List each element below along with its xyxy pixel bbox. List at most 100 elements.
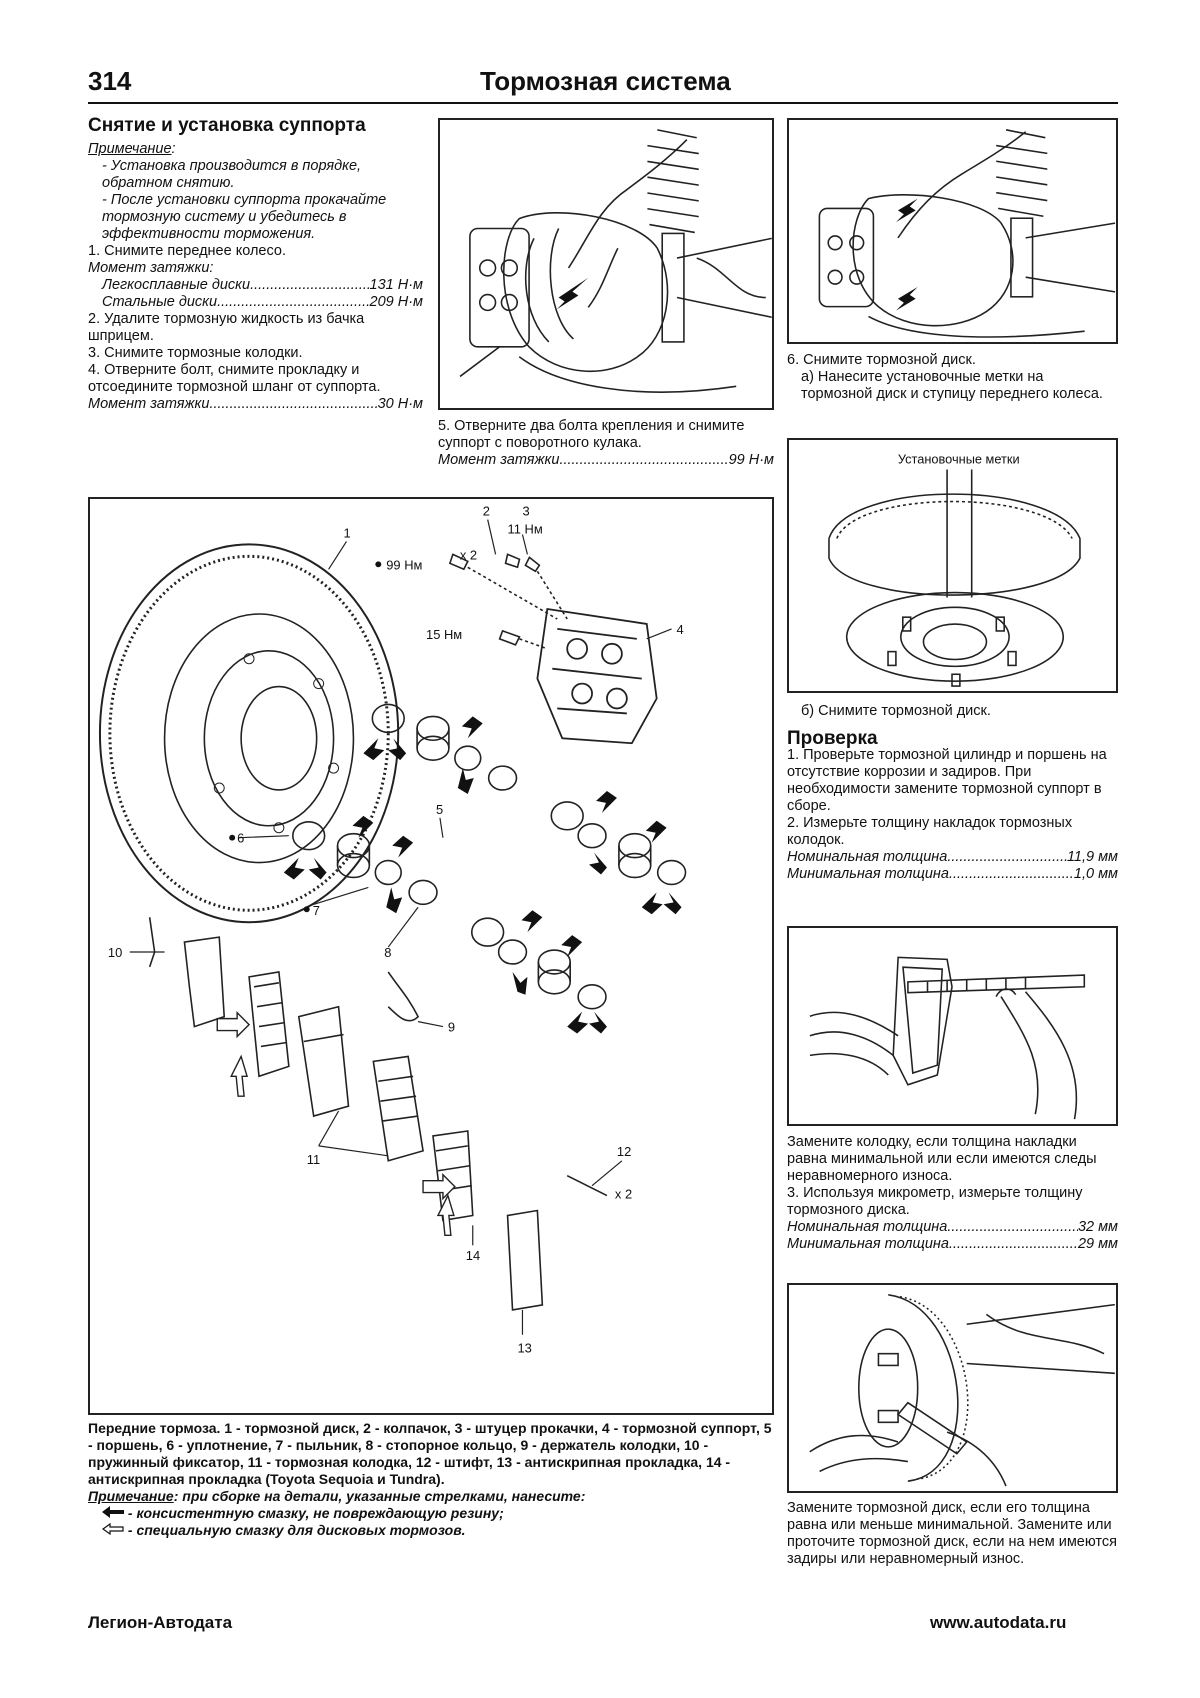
- legend-row-1: - консистентную смазку, не повреждающую …: [88, 1505, 774, 1522]
- disc-min-label: Минимальная толщина: [787, 1236, 949, 1252]
- caption-text: Передние тормоза. 1 - тормозной диск, 2 …: [88, 1420, 772, 1487]
- disc-removal-illustration: [818, 129, 1116, 338]
- caption-note-text: : при сборке на детали, указанные стрелк…: [173, 1488, 586, 1504]
- pointer-arrow-icon: [896, 286, 918, 311]
- pad-min-label: Минимальная толщина: [787, 866, 949, 882]
- disc-measure-figure: [787, 1283, 1118, 1493]
- right-text-3: Замените колодку, если толщина накладки …: [787, 1134, 1118, 1253]
- grease-arrows: [283, 716, 682, 1034]
- torque-steel-row: Стальные диски 209 Н·м: [88, 294, 423, 311]
- note-2: - После установки суппорта прокачайте то…: [102, 192, 387, 242]
- part-label-5: 5: [436, 802, 443, 817]
- part-label-10: 10: [108, 945, 122, 960]
- pointer-arrow-icon: [556, 277, 589, 310]
- mid-torque-label: Момент затяжки: [438, 452, 560, 468]
- torque-steel-value: 209 Н·м: [369, 294, 423, 310]
- footer-website: www.autodata.ru: [930, 1613, 1067, 1632]
- left-column: Снятие и установка суппорта Примечание: …: [88, 115, 423, 413]
- torque-alloy-row: Легкосплавные диски 131 Н·м: [88, 277, 423, 294]
- header-rule: [88, 102, 1118, 104]
- piston-seal-group: [292, 703, 687, 1010]
- pad-min-value: 1,0 мм: [1073, 866, 1118, 882]
- step-6b: б) Снимите тормозной диск.: [801, 703, 991, 719]
- note-label: Примечание: [88, 141, 172, 157]
- setting-marks-illustration: Установочные метки: [828, 452, 1081, 687]
- pad-nominal-label: Номинальная толщина: [787, 849, 948, 865]
- disc-replace: Замените тормозной диск, если его толщин…: [787, 1500, 1117, 1567]
- torque2-row: Момент затяжки 30 Н·м: [88, 396, 423, 413]
- torque2-value: 30 Н·м: [377, 396, 423, 412]
- part-label-2: 2: [483, 504, 490, 519]
- mid-torque-row: Момент затяжки99 Н·м: [438, 452, 774, 469]
- pointer-arrow-icon: [896, 198, 918, 223]
- front-brake-exploded-diagram: 1 2 3 4 5 6 7 8 9 10 11 12 13 14 99 Нм 1…: [88, 497, 774, 1415]
- legend-text-1: - консистентную смазку, не повреждающую …: [127, 1505, 504, 1521]
- hollow-arrow-icon: [102, 1523, 124, 1535]
- setting-marks-label: Установочные метки: [898, 452, 1020, 467]
- part-label-14: 14: [466, 1248, 480, 1263]
- right-text-4: Замените тормозной диск, если его толщин…: [787, 1500, 1118, 1568]
- note-1: - Установка производится в порядке, обра…: [102, 158, 362, 191]
- quantity-label-bolt: x 2: [460, 547, 477, 562]
- caption-note-label: Примечание: [88, 1488, 174, 1504]
- part-label-12: 12: [617, 1144, 631, 1159]
- torque-label-11: 11 Нм: [508, 521, 543, 536]
- pad-min-row: Минимальная толщина 1,0 мм: [787, 866, 1118, 883]
- filled-arrow-icon: [102, 1506, 124, 1518]
- step-2: 2. Удалите тормозную жидкость из бачка ш…: [88, 311, 365, 344]
- disc-nominal-label: Номинальная толщина: [787, 1219, 948, 1235]
- pad-replace: Замените колодку, если толщина накладки …: [787, 1134, 1097, 1184]
- torque2-label: Момент затяжки: [88, 396, 210, 412]
- part-label-9: 9: [448, 1020, 455, 1035]
- brake-pads-group: [148, 917, 608, 1311]
- torque-alloy-value: 131 Н·м: [369, 277, 423, 293]
- part-label-8: 8: [384, 945, 391, 960]
- disc-measure-illustration: [809, 1294, 1115, 1487]
- left-text: Примечание: - Установка производится в п…: [88, 141, 423, 413]
- torque-label-15: 15 Нм: [426, 627, 462, 642]
- step-3: 3. Снимите тормозные колодки.: [88, 345, 303, 361]
- torque-label-99: 99 Нм: [386, 557, 422, 572]
- part-label-4: 4: [677, 622, 684, 637]
- footer-publisher: Легион-Автодата: [88, 1613, 233, 1632]
- section-title: Снятие и установка суппорта: [88, 115, 366, 136]
- disc-removal-figure: [787, 118, 1118, 344]
- part-label-11: 11: [307, 1152, 320, 1167]
- part-label-13: 13: [517, 1341, 531, 1356]
- disc-nominal-row: Номинальная толщина32 мм: [787, 1219, 1118, 1236]
- check-title: Проверка: [787, 728, 878, 749]
- chapter-title: Тормозная система: [480, 66, 731, 96]
- pad-measure-illustration: [809, 956, 1086, 1120]
- special-grease-arrows: [216, 1010, 456, 1237]
- legend-text-2: - специальную смазку для дисковых тормоз…: [127, 1522, 466, 1538]
- brake-caliper: [536, 608, 658, 745]
- part-label-1: 1: [344, 525, 351, 540]
- legend-row-2: - специальную смазку для дисковых тормоз…: [88, 1522, 774, 1539]
- check-2: 2. Измерьте толщину накладок тормозных к…: [787, 815, 1073, 848]
- step-1: 1. Снимите переднее колесо.: [88, 243, 286, 259]
- torque-steel-label: Стальные диски: [102, 294, 218, 310]
- step-5: 5. Отверните два болта крепления и сними…: [438, 418, 745, 451]
- brake-disc: [98, 543, 400, 924]
- right-text-1: 6. Снимите тормозной диск. а) Нанесите у…: [787, 352, 1118, 403]
- pad-nominal-value: 11,9 мм: [1066, 849, 1118, 865]
- part-label-3: 3: [522, 504, 529, 519]
- torque-alloy-label: Легкосплавные диски: [102, 277, 251, 293]
- setting-marks-figure: Установочные метки: [787, 438, 1118, 693]
- check-3: 3. Используя микрометр, измерьте толщину…: [787, 1185, 1083, 1218]
- step-4: 4. Отверните болт, снимите прокладку и о…: [88, 362, 381, 395]
- caliper-removal-figure: [438, 118, 774, 410]
- page-number: 314: [88, 66, 132, 96]
- caliper-removal-illustration: [459, 129, 772, 393]
- quantity-label-pin: x 2: [615, 1187, 632, 1202]
- mid-text: 5. Отверните два болта крепления и сними…: [438, 418, 774, 469]
- right-text-2: б) Снимите тормозной диск. Проверка 1. П…: [787, 703, 1118, 883]
- step-6: 6. Снимите тормозной диск.: [787, 352, 976, 368]
- part-label-6: 6: [237, 831, 244, 846]
- pad-measure-figure: [787, 926, 1118, 1126]
- part-label-7: 7: [313, 903, 320, 918]
- note-colon: :: [171, 141, 176, 157]
- diagram-caption: Передние тормоза. 1 - тормозной диск, 2 …: [88, 1420, 774, 1539]
- check-1: 1. Проверьте тормозной цилиндр и поршень…: [787, 747, 1107, 814]
- pad-nominal-row: Номинальная толщина 11,9 мм: [787, 849, 1118, 866]
